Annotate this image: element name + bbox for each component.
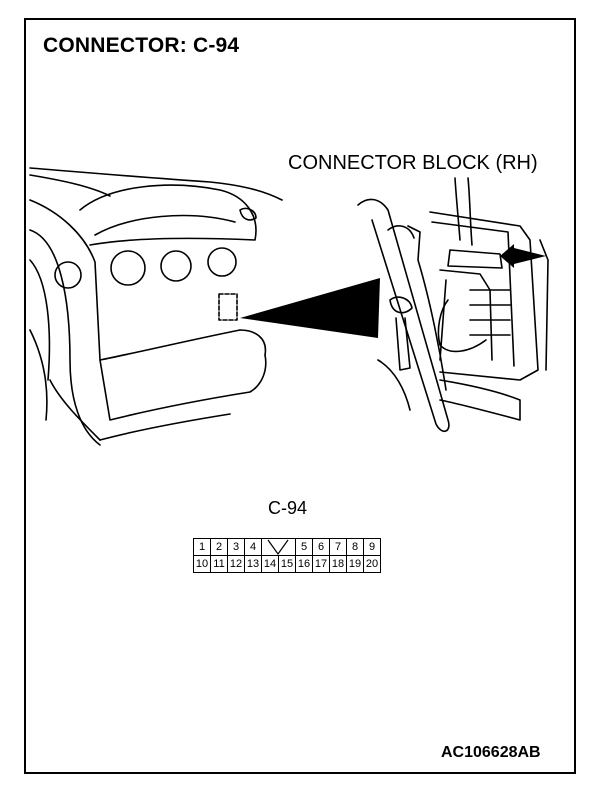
pin-13: 13	[244, 555, 262, 573]
pin-5: 5	[295, 538, 313, 556]
diagram-frame	[24, 18, 576, 774]
connector-c94-label: C-94	[268, 498, 308, 518]
pin-18: 18	[329, 555, 347, 573]
pin-17: 17	[312, 555, 330, 573]
pin-15: 15	[278, 555, 296, 573]
pin-row-bottom: 10 11 12 13 14 15 16 17 18 19 20	[193, 555, 381, 573]
pin-20: 20	[363, 555, 381, 573]
pin-row-top: 1 2 3 4 5 6 7 8 9	[193, 538, 381, 556]
pin-3: 3	[227, 538, 245, 556]
connector-pin-layout: 1 2 3 4 5 6 7 8 9 10 11 12 13 14 15 16 1…	[193, 538, 381, 573]
pin-8: 8	[346, 538, 364, 556]
pin-14: 14	[261, 555, 279, 573]
pin-19: 19	[346, 555, 364, 573]
connector-block-label: CONNECTOR BLOCK (RH)	[288, 152, 538, 174]
pin-2: 2	[210, 538, 228, 556]
connector-lock-tab	[261, 538, 296, 556]
pin-10: 10	[193, 555, 211, 573]
pin-9: 9	[363, 538, 381, 556]
pin-6: 6	[312, 538, 330, 556]
pin-11: 11	[210, 555, 228, 573]
page-title: CONNECTOR: C-94	[43, 34, 240, 57]
reference-code: AC106628AB	[441, 744, 541, 761]
pin-12: 12	[227, 555, 245, 573]
pin-4: 4	[244, 538, 262, 556]
pin-16: 16	[295, 555, 313, 573]
pin-1: 1	[193, 538, 211, 556]
pin-7: 7	[329, 538, 347, 556]
